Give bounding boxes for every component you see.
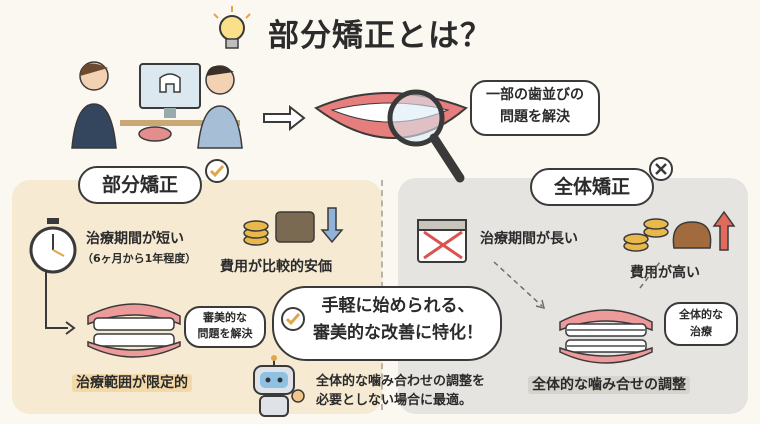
page-title: 部分矯正とは？ [268, 18, 492, 54]
full-heading: 全体矯正 [530, 168, 654, 206]
aesthetic-line2: 問題を解決 [197, 327, 253, 340]
overall-bubble: 全体的な 治療 [664, 302, 738, 346]
coins-purse-icon [623, 210, 736, 252]
overall-line2: 治療 [690, 325, 712, 338]
limited-range-label: 治療範囲が限定的 [72, 372, 192, 392]
center-bubble-line2: 審美的な改善に特化！ [313, 323, 483, 343]
aesthetic-bubble: 審美的な 問題を解決 [184, 306, 266, 348]
full-heading-label: 全体矯正 [553, 176, 630, 198]
aesthetic-line1: 審美的な [203, 311, 247, 324]
long-period-label: 治療期間が長い [480, 231, 578, 247]
smile-magnifier-illustration [314, 89, 468, 183]
partial-heading: 部分矯正 [78, 166, 202, 204]
robot-note-line1: 全体的な噛み合わせの調整を [316, 374, 486, 389]
full-bite-text: 全体的な噛み合せの調整 [528, 376, 690, 394]
lightbulb-icon [213, 6, 251, 49]
cross-icon [649, 157, 673, 181]
high-cost-label: 費用が高い [630, 265, 700, 281]
dental-model-icon [87, 303, 181, 358]
check-badge-icon [281, 307, 305, 331]
check-icon [205, 159, 229, 183]
center-speech-bubble: 手軽に始められる、 審美的な改善に特化！ [272, 286, 502, 361]
consultation-illustration [71, 61, 243, 149]
stopwatch-icon [29, 218, 77, 274]
robot-note: 全体的な噛み合わせの調整を 必要としない場合に最適。 [316, 372, 485, 410]
robot-mascot-icon [253, 355, 305, 417]
partial-heading-label: 部分矯正 [101, 174, 178, 196]
full-bite-label: 全体的な噛み合せの調整 [528, 374, 690, 394]
top-speech-bubble: 一部の歯並びの 問題を解決 [470, 80, 600, 136]
robot-note-line2: 必要としない場合に最適。 [316, 393, 473, 408]
arrow-right-icon [263, 104, 306, 132]
top-bubble-line2: 問題を解決 [500, 109, 570, 125]
coins-wallet-icon [243, 207, 344, 246]
limited-range-text: 治療範囲が限定的 [72, 374, 192, 392]
calendar-icon [417, 219, 467, 263]
connector-arrow [45, 272, 76, 335]
braces-model-icon [559, 309, 653, 364]
duration-label: （6ヶ月から1年程度） [82, 252, 197, 265]
top-bubble-line1: 一部の歯並びの [486, 87, 584, 103]
short-period-label: 治療期間が短い [86, 231, 184, 247]
overall-line1: 全体的な [679, 308, 723, 321]
dashed-arrows [493, 261, 661, 310]
center-bubble-line1: 手軽に始められる、 [321, 296, 475, 316]
low-cost-label: 費用が比較的安価 [220, 259, 332, 275]
